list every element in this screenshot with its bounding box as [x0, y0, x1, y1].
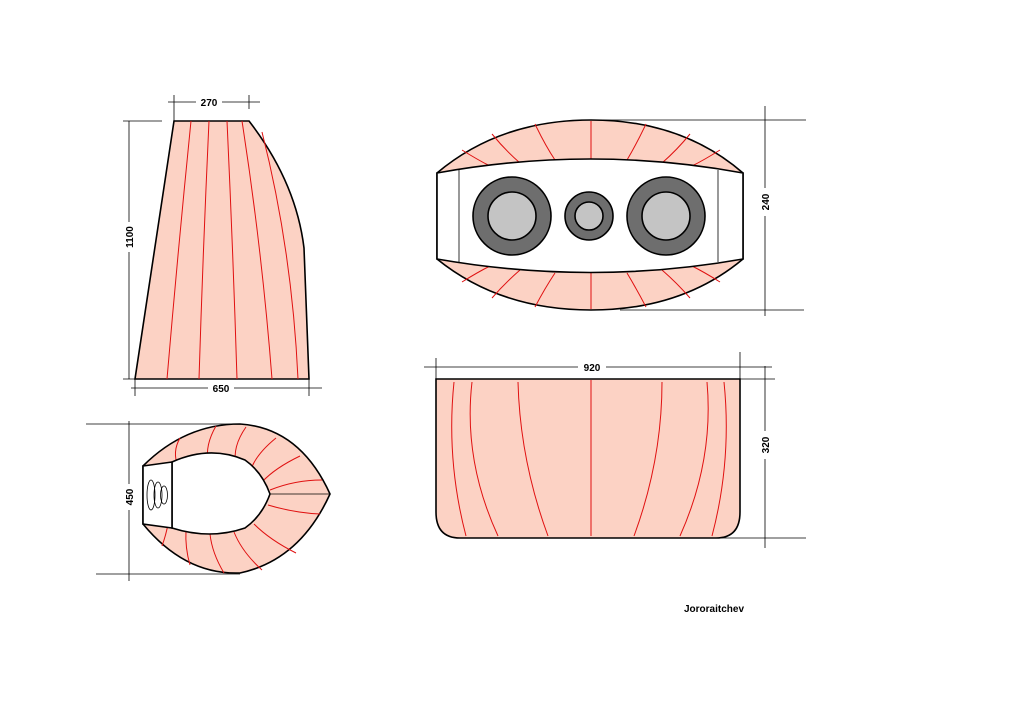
- top-view-drivers: [146, 479, 168, 511]
- dim-label-650: 650: [213, 384, 230, 395]
- side-view: 270 1100 650: [122, 95, 322, 396]
- top-view-inner-cavity: [171, 452, 271, 535]
- rear-view-body: [435, 378, 741, 539]
- right-woofer: [626, 176, 706, 256]
- side-view-seams: [166, 120, 299, 380]
- dimension-rear-height: 320: [716, 366, 806, 548]
- dim-label-270: 270: [201, 98, 218, 109]
- dim-label-1100: 1100: [125, 226, 136, 248]
- front-view-seams-top: [461, 121, 721, 167]
- side-view-body: [134, 120, 310, 380]
- dimension-side-bottom-width: 650: [131, 379, 322, 396]
- dim-label-450: 450: [125, 488, 136, 505]
- left-woofer: [472, 176, 552, 256]
- dimension-front-height: 240: [591, 106, 806, 316]
- dim-label-320: 320: [761, 436, 772, 453]
- dimension-side-top-width: 270: [168, 95, 260, 121]
- author-signature: Jororaitchev: [684, 604, 744, 615]
- center-tweeter: [564, 191, 614, 241]
- dim-label-920: 920: [584, 363, 601, 374]
- dim-label-240: 240: [761, 193, 772, 210]
- dimension-side-height: 1100: [122, 120, 162, 380]
- dimension-rear-width: 920: [424, 352, 772, 379]
- top-view: 450: [86, 421, 331, 581]
- front-view-seams-bottom: [461, 265, 721, 309]
- rear-view-seams: [451, 380, 727, 537]
- rear-view: 920 320: [424, 352, 806, 548]
- dimension-top-depth: 450: [86, 421, 240, 581]
- top-view-baffle: [142, 461, 173, 529]
- front-view: 240: [436, 106, 806, 316]
